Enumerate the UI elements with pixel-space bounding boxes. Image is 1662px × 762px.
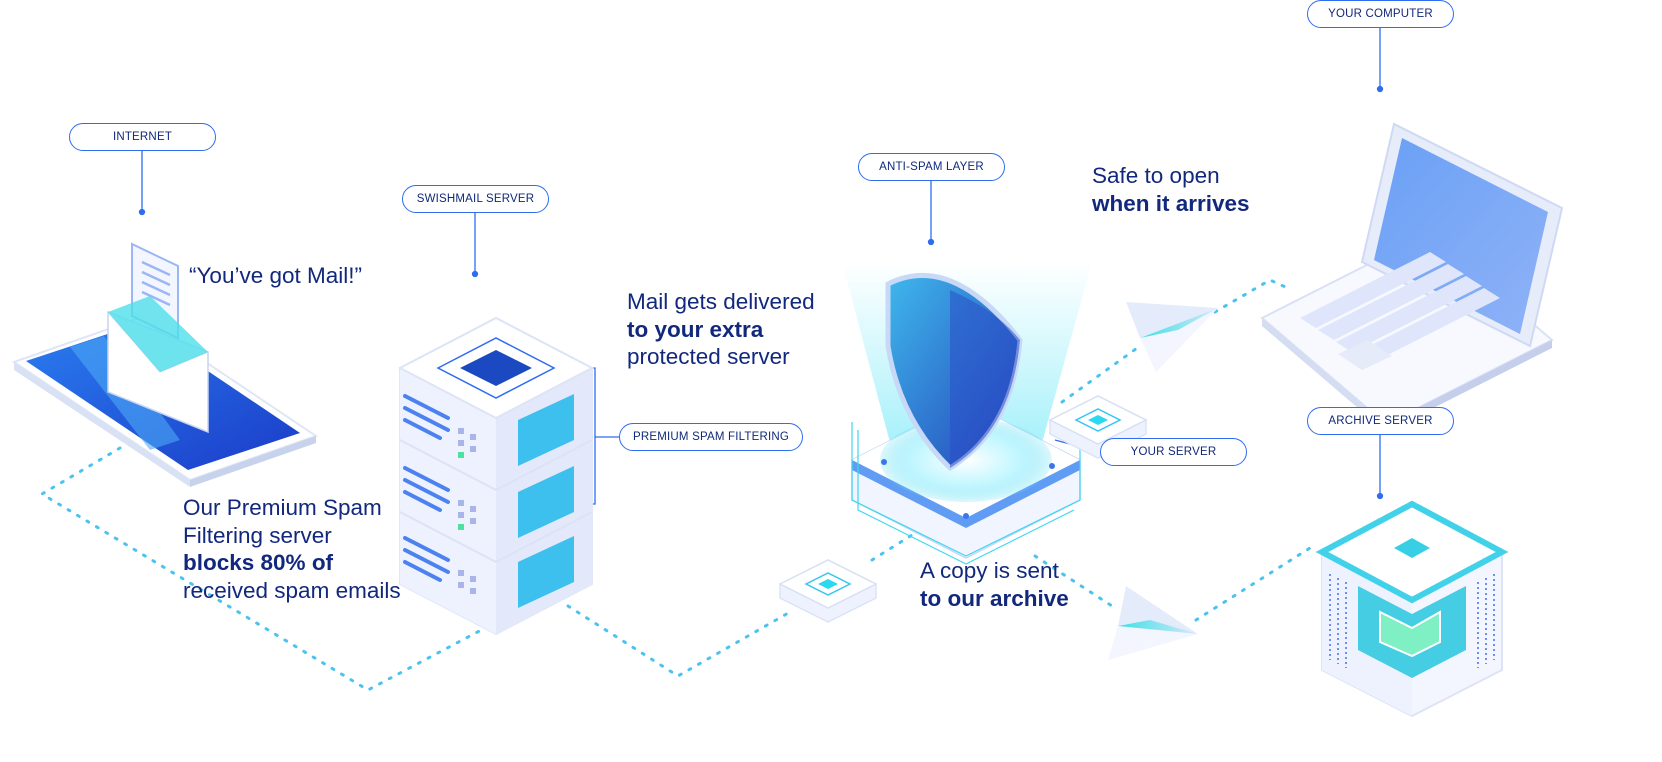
relay-node-illustration bbox=[778, 559, 878, 623]
envelope-icon bbox=[107, 242, 210, 434]
caption-safe: Safe to open when it arrives bbox=[1092, 162, 1250, 217]
mail-path bbox=[39, 278, 1312, 692]
caption-blocks-line3: blocks 80% of bbox=[183, 550, 334, 575]
caption-blocks: Our Premium Spam Filtering server blocks… bbox=[183, 494, 401, 604]
label-your-server: YOUR SERVER bbox=[1100, 438, 1247, 466]
label-premium-spam-filtering: PREMIUM SPAM FILTERING bbox=[619, 423, 803, 451]
caption-archive: A copy is sent to our archive bbox=[920, 557, 1069, 612]
laptop-illustration bbox=[1260, 122, 1564, 432]
label-archive-server: ARCHIVE SERVER bbox=[1307, 407, 1454, 435]
caption-blocks-line2: Filtering server bbox=[183, 522, 332, 548]
caption-got-mail: “You’ve got Mail!” bbox=[189, 262, 362, 290]
label-swishmail-server: SWISHMAIL SERVER bbox=[402, 185, 549, 213]
caption-delivered-line3: protected server bbox=[627, 344, 790, 369]
paper-plane-icon-2 bbox=[1108, 586, 1198, 660]
label-anti-spam-layer: ANTI-SPAM LAYER bbox=[858, 153, 1005, 181]
label-your-computer: YOUR COMPUTER bbox=[1307, 0, 1454, 28]
caption-blocks-line4: received spam emails bbox=[183, 577, 401, 603]
caption-blocks-line1: Our Premium Spam bbox=[183, 495, 382, 520]
label-internet: INTERNET bbox=[69, 123, 216, 151]
paper-plane-icon bbox=[1126, 302, 1218, 372]
caption-got-mail-text: “You’ve got Mail!” bbox=[189, 263, 363, 288]
caption-delivered-line1: Mail gets delivered bbox=[627, 289, 815, 314]
archive-server-illustration bbox=[1315, 500, 1509, 718]
caption-safe-line2: when it arrives bbox=[1092, 190, 1250, 216]
caption-safe-line1: Safe to open bbox=[1092, 163, 1220, 188]
swishmail-server-illustration bbox=[397, 316, 595, 636]
caption-archive-line1: A copy is sent bbox=[920, 558, 1059, 583]
caption-delivered: Mail gets delivered to your extra protec… bbox=[627, 288, 815, 371]
anti-spam-shield-illustration bbox=[842, 262, 1092, 565]
caption-archive-line2: to our archive bbox=[920, 585, 1069, 611]
caption-delivered-line2: to your extra bbox=[627, 316, 764, 342]
